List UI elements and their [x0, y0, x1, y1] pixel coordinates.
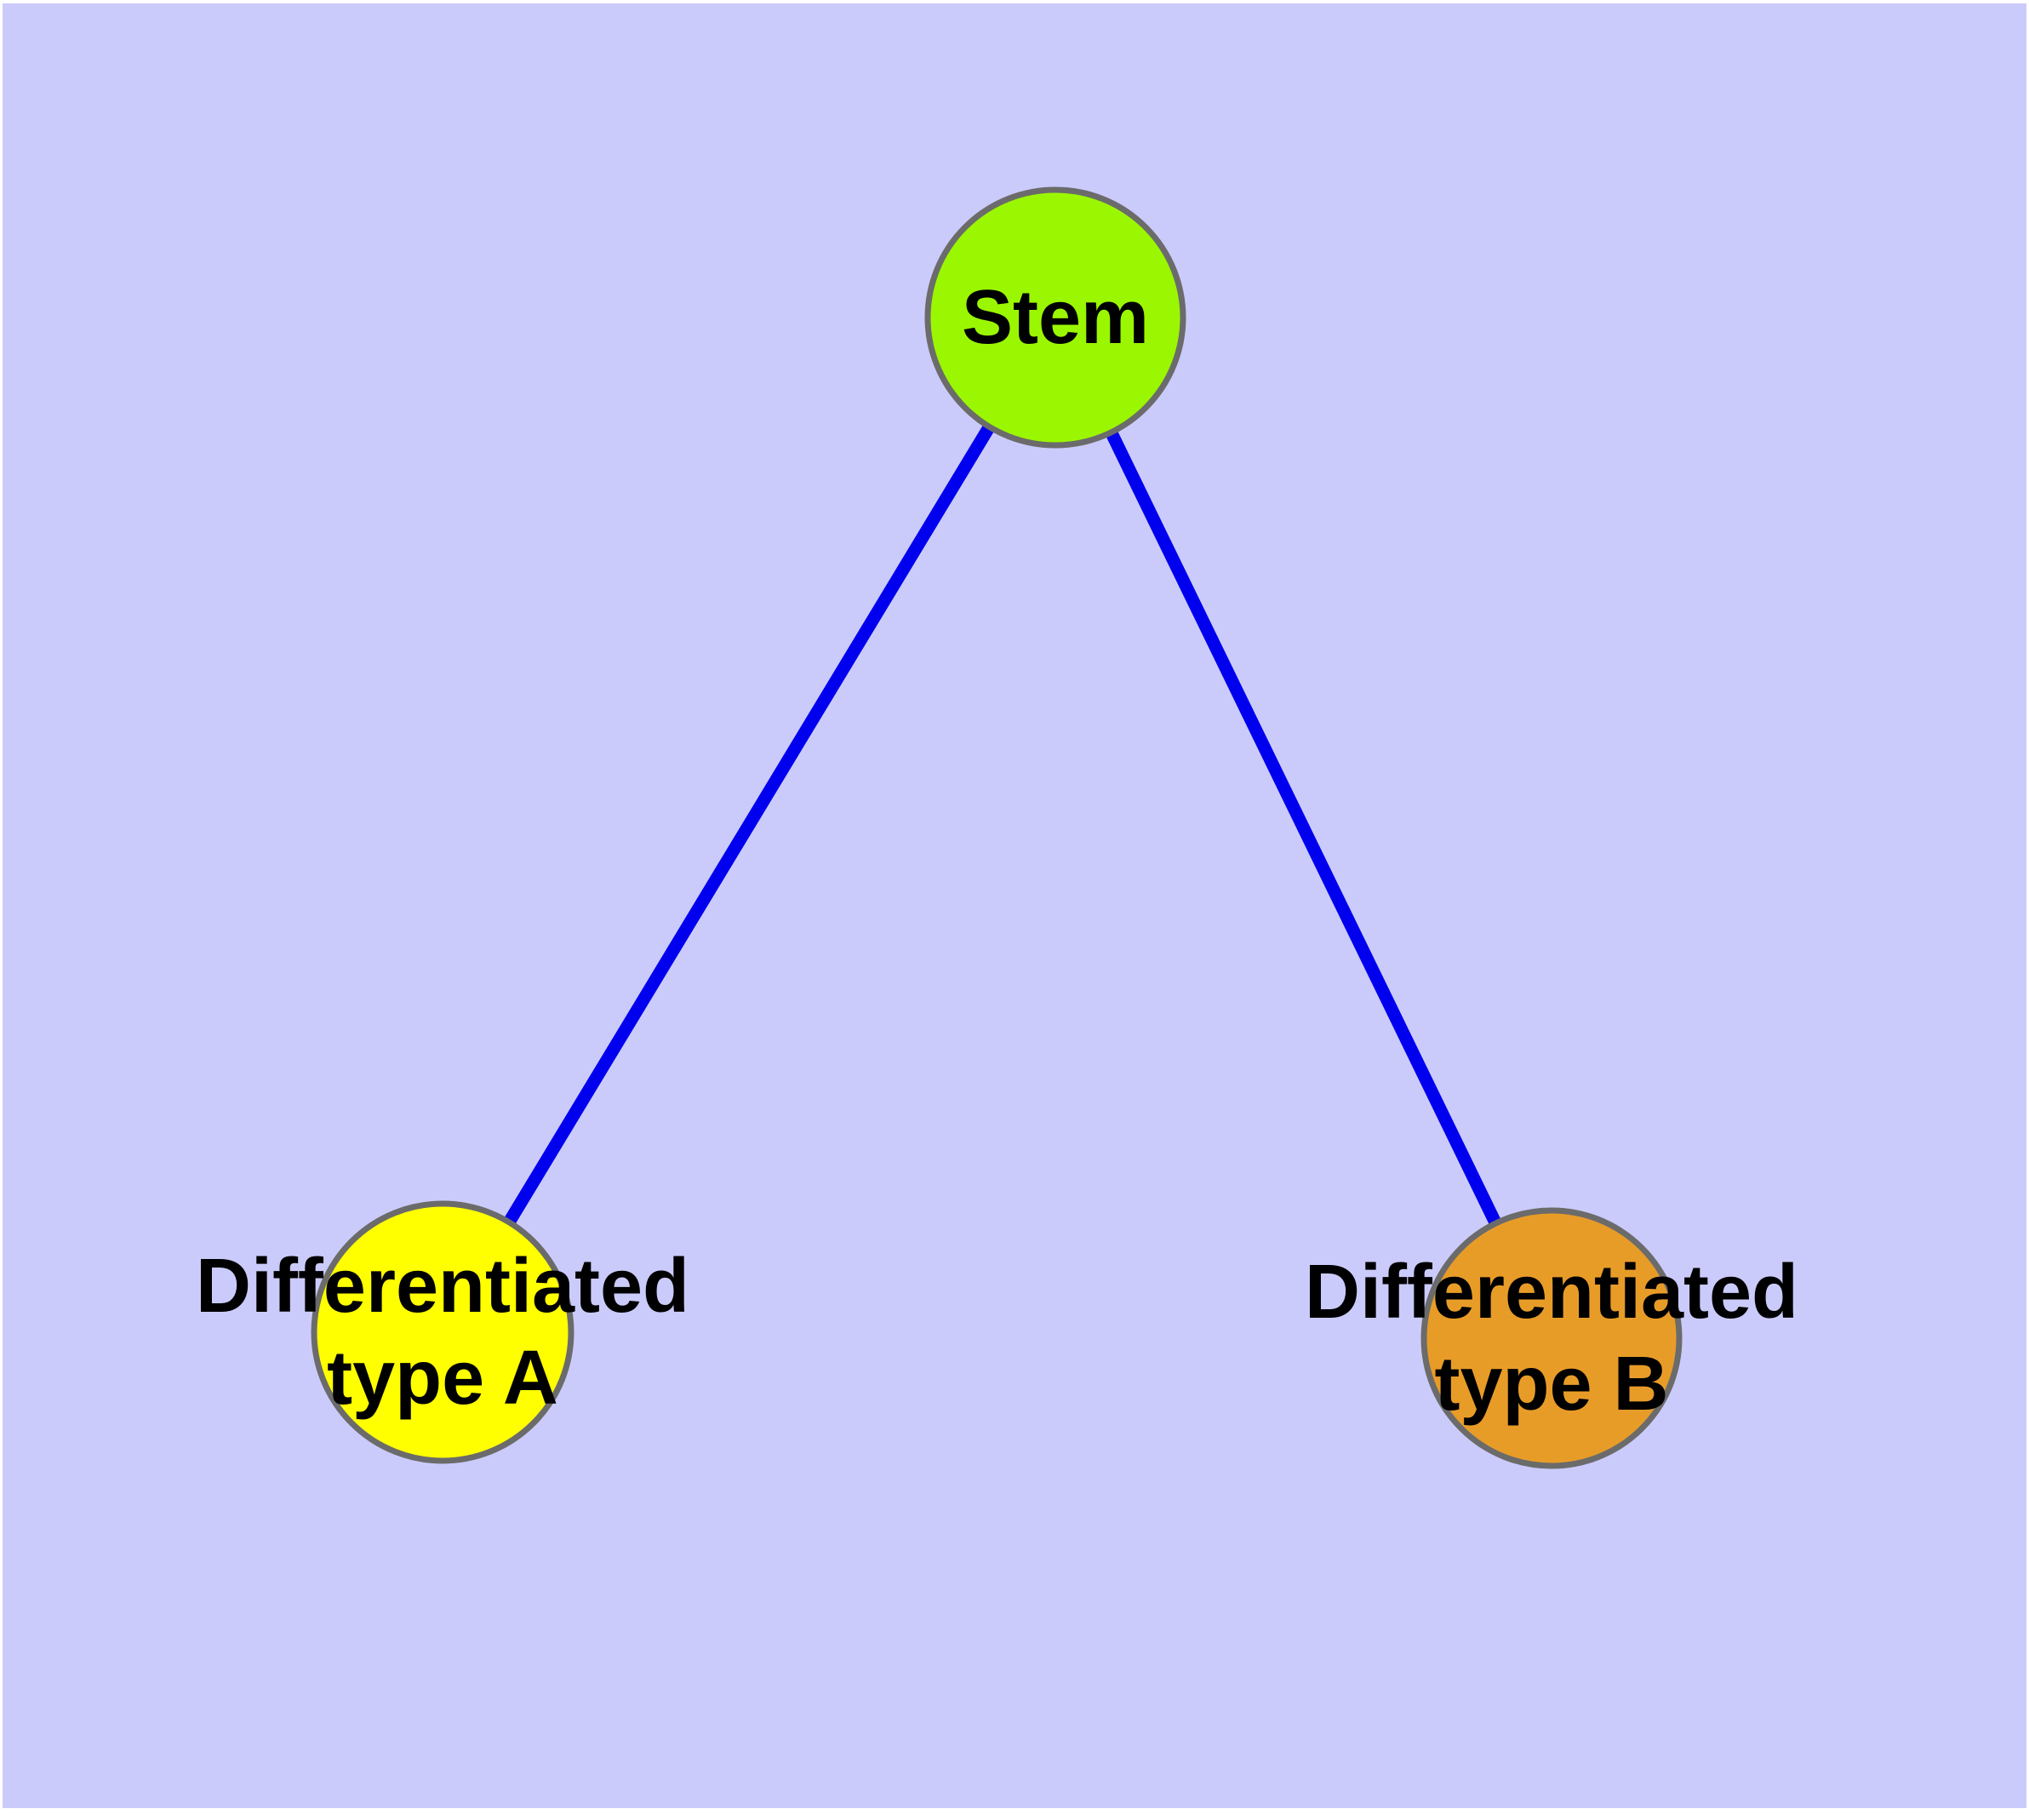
node-diff-b-label-line1: Differentiated: [1305, 1250, 1798, 1335]
node-diff-a-label-line2: type A: [327, 1336, 558, 1421]
node-diff-a-circle[interactable]: [311, 1200, 574, 1464]
node-stem: Stem: [924, 186, 1186, 449]
node-diff-b-label-line2: type B: [1434, 1342, 1668, 1427]
node-diff-b-circle[interactable]: [1420, 1207, 1683, 1469]
node-stem-label-line1: Stem: [962, 275, 1149, 360]
edge-stem-diff-b: [1049, 314, 1557, 1342]
node-stem-circle[interactable]: [924, 186, 1186, 449]
edge-stem-diff-a: [437, 314, 1061, 1336]
node-diff-a-label-line1: Differentiated: [196, 1244, 689, 1329]
edge-layer: [437, 314, 1557, 1342]
